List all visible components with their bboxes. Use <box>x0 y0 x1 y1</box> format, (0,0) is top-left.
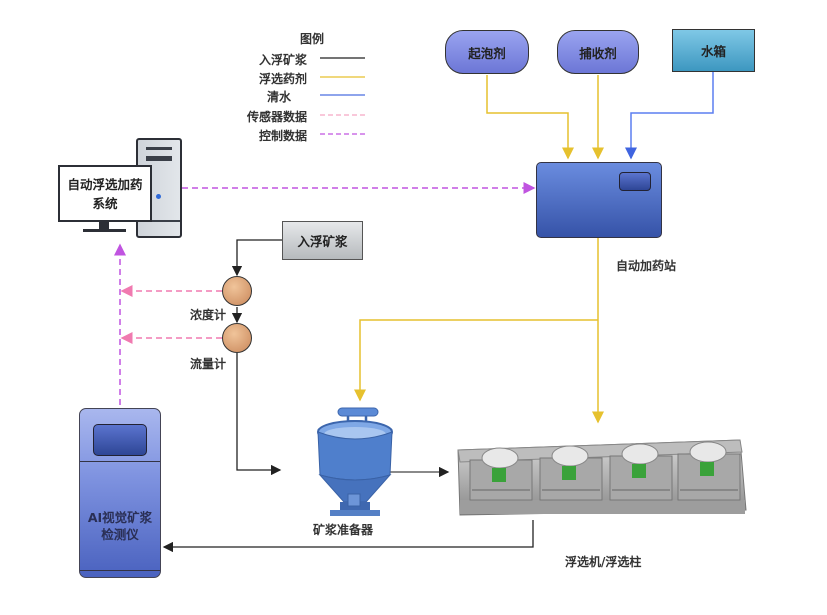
legend-title: 图例 <box>300 32 325 46</box>
slurry-conditioner-label: 矿浆准备器 <box>313 523 374 537</box>
drive-bay <box>146 147 172 150</box>
control-system-label: 自动浮选加药系统 <box>67 176 143 211</box>
flotation-cell <box>469 447 533 501</box>
flotation-to-detector-line <box>162 520 534 553</box>
legend-label-sensor: 传感器数据 <box>246 110 307 124</box>
feed-slurry-label: 入浮矿浆 <box>297 234 348 249</box>
power-led-icon <box>156 194 161 199</box>
flotation-cell <box>539 445 603 501</box>
density-meter-node[interactable] <box>222 276 252 306</box>
dosing-station-node[interactable] <box>536 162 662 238</box>
legend-label-reagent: 浮选药剂 <box>258 72 307 86</box>
feed-slurry-node[interactable]: 入浮矿浆 <box>282 221 363 260</box>
legend-label-control: 控制数据 <box>258 129 307 143</box>
flotation-cell <box>677 441 741 501</box>
water-line <box>625 72 714 160</box>
ai-detector-node[interactable]: AI视觉矿浆检测仪 <box>79 408 161 578</box>
flow-to-conditioner-line <box>236 353 282 476</box>
dosing-station-label: 自动加药站 <box>616 259 677 273</box>
water-tank-node[interactable]: 水箱 <box>672 29 755 72</box>
detector-top-panel <box>80 409 160 462</box>
collector-label: 捕收剂 <box>579 45 617 61</box>
legend-label-water: 清水 <box>266 90 291 104</box>
dosing-station-screen <box>619 172 651 191</box>
tower-divider <box>138 220 180 222</box>
monitor-stand <box>83 229 126 232</box>
flotation-label: 浮选机/浮选柱 <box>565 555 642 569</box>
density-meter-label: 浓度计 <box>190 308 227 322</box>
reagent-to-conditioner-line <box>354 319 598 402</box>
collector-node[interactable]: 捕收剂 <box>557 30 639 74</box>
detector-base <box>80 570 160 577</box>
monitor-neck <box>99 222 109 229</box>
drive-bay <box>146 156 172 161</box>
frother-line <box>486 75 574 160</box>
frother-label: 起泡剂 <box>468 45 506 61</box>
detector-screen <box>93 424 147 456</box>
flow-meter-node[interactable] <box>222 323 252 353</box>
control-system-monitor[interactable]: 自动浮选加药系统 <box>58 165 152 222</box>
flotation-machine-node[interactable] <box>450 420 750 525</box>
agitator-drive-icon <box>337 407 379 417</box>
water-tank-label: 水箱 <box>700 44 726 59</box>
slurry-conditioner-node[interactable] <box>300 400 400 520</box>
frother-node[interactable]: 起泡剂 <box>445 30 529 74</box>
feed-to-density-line <box>231 239 282 277</box>
flow-meter-label: 流量计 <box>190 357 227 371</box>
legend-label-slurry: 入浮矿浆 <box>258 53 307 67</box>
ai-detector-label: AI视觉矿浆检测仪 <box>87 510 153 542</box>
flotation-cell <box>609 443 673 501</box>
